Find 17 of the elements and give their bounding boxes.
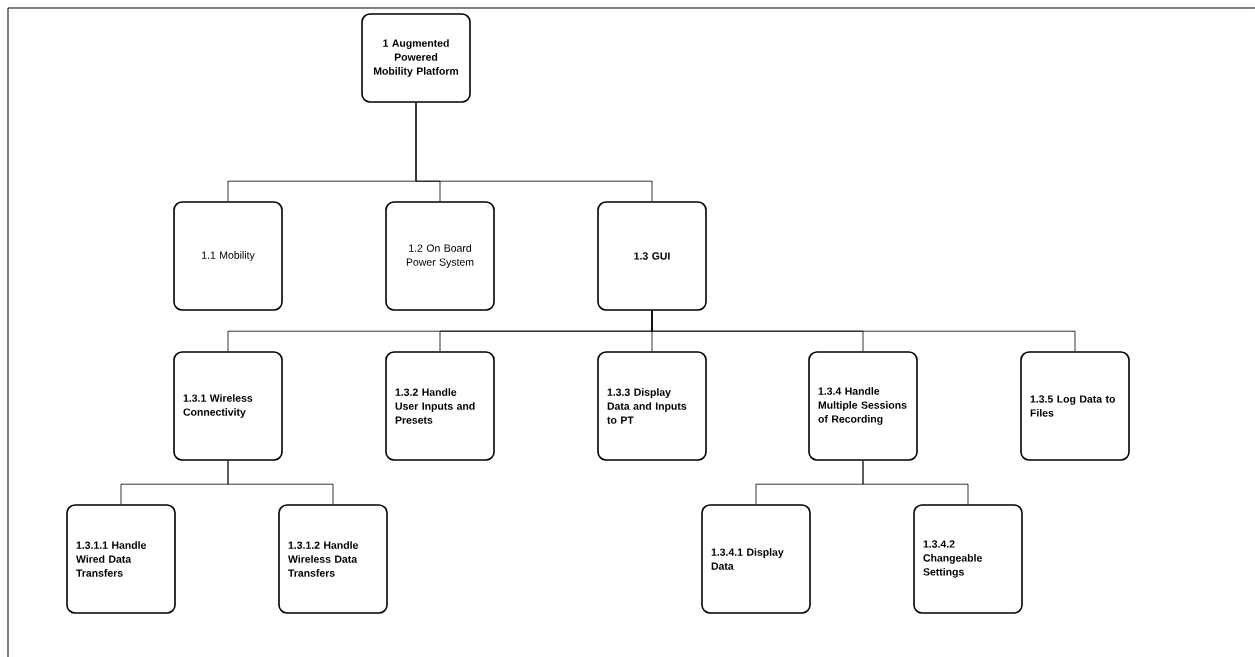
process-box: 1.2 On Board Power System bbox=[385, 201, 495, 311]
process-box: 1.3 GUI bbox=[597, 201, 707, 311]
process-box: 1.3.1 Wireless Connectivity bbox=[173, 351, 283, 461]
process-box: 1.3.4.2 Changeable Settings bbox=[913, 504, 1023, 614]
process-box: 1.3.4 Handle Multiple Sessions of Recording bbox=[808, 351, 918, 461]
process-box: 1.3.5 Log Data to Files bbox=[1020, 351, 1130, 461]
connector bbox=[227, 460, 334, 505]
process-box: 1.3.3 Display Data and Inputs to PT bbox=[597, 351, 707, 461]
process-box: 1.3.4.1 Display Data bbox=[701, 504, 811, 614]
process-box: 1.3.2 Handle User Inputs and Presets bbox=[385, 351, 495, 461]
process-box: 1.3.1.1 Handle Wired Data Transfers bbox=[66, 504, 176, 614]
connector bbox=[862, 460, 969, 505]
process-box: 1 Augmented Powered Mobility Platform bbox=[361, 13, 471, 103]
process-box: 1.3.1.2 Handle Wireless Data Transfers bbox=[278, 504, 388, 614]
connector bbox=[651, 310, 1076, 352]
connector bbox=[415, 102, 653, 202]
process-box: 1.1 Mobility bbox=[173, 201, 283, 311]
